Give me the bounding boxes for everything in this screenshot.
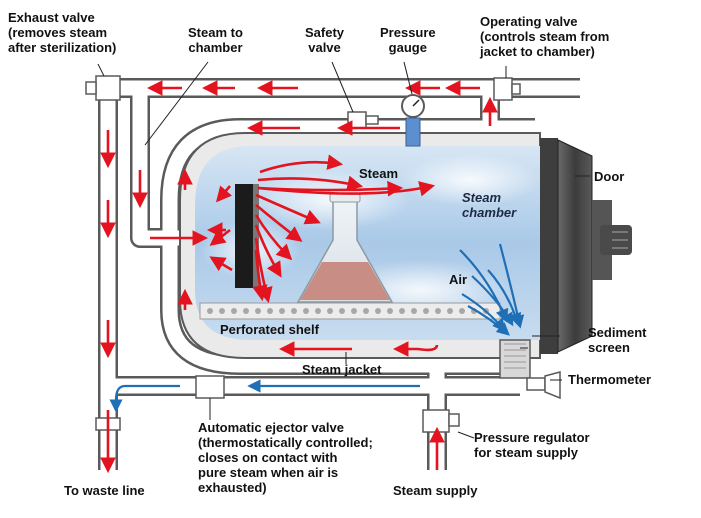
exhaust-valve-label-line-1: Exhaust valve	[8, 10, 95, 25]
steam-label: Steam	[359, 166, 399, 181]
ejector-valve-label-line-1: Automatic ejector valve	[198, 420, 344, 435]
steam-to-chamber-label-line-2: chamber	[188, 40, 243, 55]
ejector-valve-label-line-4: pure steam when air is	[198, 465, 339, 480]
steam-chamber-label: Steam chamber	[462, 190, 516, 220]
sediment-screen-label-line-2: screen	[588, 340, 630, 355]
pressure-regulator-label: Pressure regulator for steam supply	[474, 430, 590, 460]
operating-valve-label-line-2: (controls steam from	[480, 29, 610, 44]
automatic-ejector-valve-label: Automatic ejector valve (thermostaticall…	[198, 420, 373, 495]
steam-chamber-label-line-1: Steam	[462, 190, 502, 205]
ejector-valve-label-line-3: closes on contact with	[198, 450, 338, 465]
safety-valve-label-line-2: valve	[308, 40, 341, 55]
to-waste-line-label: To waste line	[64, 483, 145, 498]
exhaust-valve-label: Exhaust valve (removes steam after steri…	[8, 10, 116, 55]
steam-inlet-baffle	[235, 184, 259, 288]
pressure-gauge-label-line-1: Pressure	[380, 25, 436, 40]
pressure-regulator-label-line-2: for steam supply	[474, 445, 579, 460]
operating-valve-label-line-3: jacket to chamber)	[480, 44, 595, 59]
door-label: Door	[594, 169, 625, 184]
door	[540, 138, 632, 354]
thermometer	[526, 371, 561, 400]
pressure-regulator-label-line-1: Pressure regulator	[474, 430, 590, 445]
pressure-regulator	[422, 409, 460, 433]
operating-valve-label-line-1: Operating valve	[480, 14, 578, 29]
safety-valve-label: Safety valve	[305, 25, 344, 55]
ejector-valve-label-line-5: exhausted)	[198, 480, 267, 495]
steam-jacket-label: Steam jacket	[302, 362, 382, 377]
thermometer-label: Thermometer	[568, 372, 652, 387]
steam-to-chamber-label-line-1: Steam to	[188, 25, 243, 40]
steam-supply-label: Steam supply	[393, 483, 478, 498]
automatic-ejector-valve	[195, 375, 225, 399]
steam-to-chamber-label: Steam to chamber	[188, 25, 243, 55]
steam-chamber-label-line-2: chamber	[462, 205, 517, 220]
flask	[296, 193, 394, 303]
exhaust-valve	[85, 75, 121, 101]
exhaust-valve-label-line-2: (removes steam	[8, 25, 107, 40]
sediment-screen-label: Sediment screen	[588, 325, 647, 355]
exhaust-valve-label-line-3: after sterilization)	[8, 40, 117, 55]
perforated-shelf	[199, 302, 501, 320]
safety-valve-label-line-1: Safety	[305, 25, 345, 40]
sediment-screen	[499, 339, 531, 379]
operating-valve-label: Operating valve (controls steam from jac…	[480, 14, 609, 59]
sediment-screen-label-line-1: Sediment	[588, 325, 647, 340]
air-label: Air	[449, 272, 468, 287]
safety-valve	[347, 111, 379, 129]
leader-lines	[97, 61, 590, 439]
pressure-gauge-label: Pressure gauge	[380, 25, 436, 55]
steam-flow-arrows	[100, 80, 498, 474]
ejector-valve-label-line-2: (thermostatically controlled;	[198, 435, 373, 450]
operating-valve	[493, 77, 521, 101]
air-flow-arrows	[109, 243, 525, 413]
perforated-shelf-label: Perforated shelf	[220, 322, 319, 337]
pressure-gauge-label-line-2: gauge	[388, 40, 427, 55]
